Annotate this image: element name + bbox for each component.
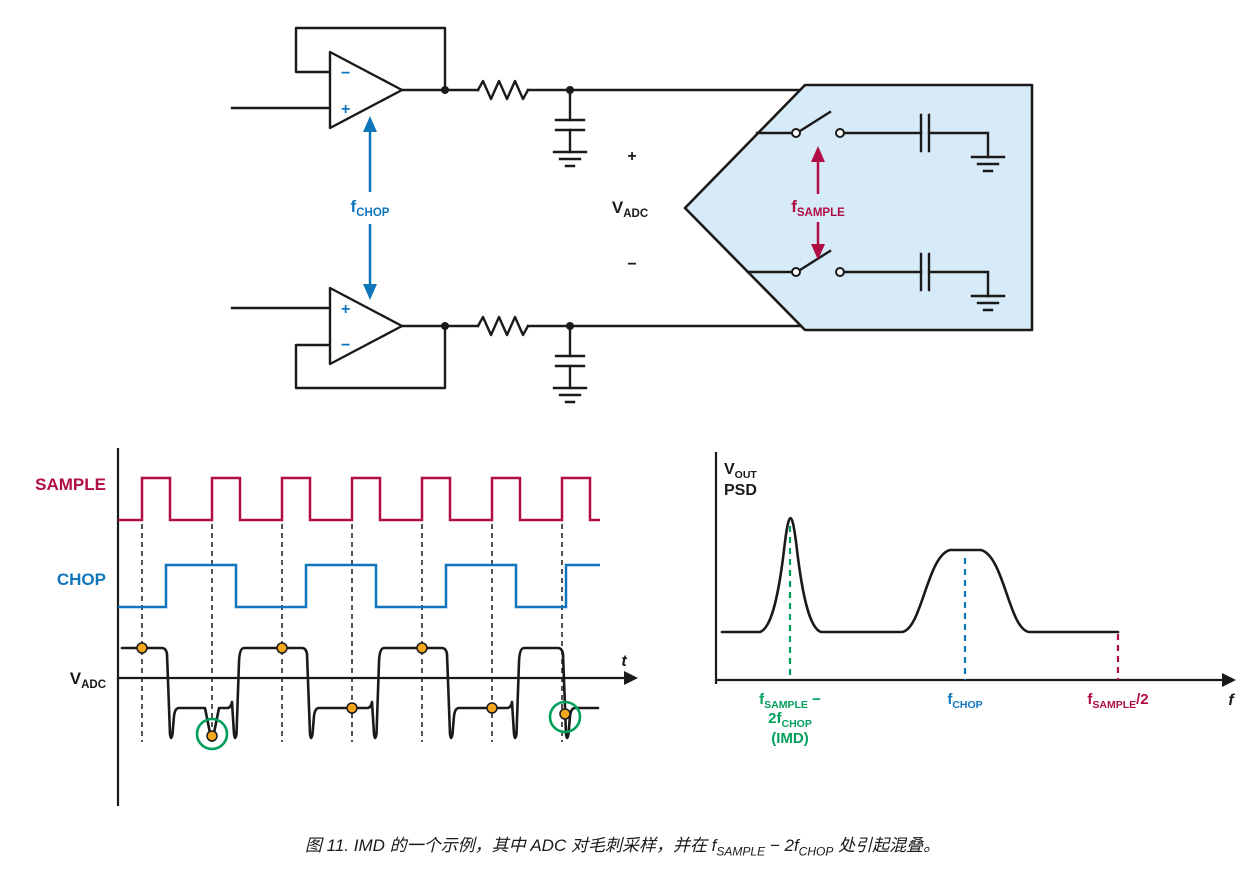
figure-caption: 图 11. IMD 的一个示例，其中 ADC 对毛刺采样，并在 fSAMPLE …	[304, 836, 941, 859]
vadc-label: VADC	[612, 198, 648, 220]
capacitor-symbol-bottom	[554, 354, 586, 368]
sampling-switch-bottom	[746, 249, 1006, 312]
opamp-bottom-feedback-wire	[294, 324, 447, 390]
chopper-adc-schematic: − + + −	[230, 26, 1034, 404]
glitch-highlight-circle	[195, 717, 229, 751]
imd-marker-label-line3: (IMD)	[771, 730, 809, 747]
chop-waveform	[118, 563, 600, 609]
filter-capacitor-bottom	[552, 324, 588, 404]
opamp-top-plus-sign: +	[341, 101, 350, 118]
ground-symbol-adc-bottom	[970, 294, 1006, 312]
sample-point-dots	[136, 642, 571, 742]
opamp-top-minus-sign: −	[341, 65, 350, 82]
opamp-bottom-minus-sign: −	[341, 337, 350, 354]
adc-minus-sign: −	[627, 256, 636, 273]
fsample-arrow: fSAMPLE	[791, 146, 845, 260]
nyquist-marker-label: fSAMPLE/2	[1087, 691, 1148, 711]
vout-label: VOUT	[724, 461, 757, 481]
sampling-instant-lines	[141, 524, 563, 742]
sample-point-dot	[559, 708, 571, 720]
psd-plot: f VOUT PSD fSAMPLE − 2fCHOP (IMD) fCHOP …	[714, 452, 1236, 747]
arrowhead-down-icon	[363, 284, 377, 300]
ground-symbol-adc-top	[970, 155, 1006, 173]
vadc-waveform-label: VADC	[70, 669, 106, 691]
fsample-label: fSAMPLE	[791, 197, 845, 219]
opamp-triangle-bottom	[328, 286, 404, 366]
fchop-arrow: fCHOP	[351, 116, 390, 300]
sampling-switch-top	[755, 110, 1006, 173]
adc-block: + VADC −	[612, 83, 1034, 332]
frequency-axis-label: f	[1228, 692, 1235, 709]
sample-waveform	[118, 476, 600, 522]
vadc-waveform	[120, 646, 600, 742]
capacitor-symbol-top	[554, 118, 586, 132]
switch-contact-icon	[835, 128, 845, 138]
fchop-marker-label: fCHOP	[947, 691, 982, 711]
psd-label: PSD	[724, 482, 757, 499]
arrowhead-up-icon	[811, 146, 825, 162]
junction-dot	[441, 86, 449, 94]
opamp-triangle-top	[328, 50, 404, 130]
time-axis-label: t	[621, 653, 627, 670]
sample-waveform-label: SAMPLE	[35, 475, 106, 494]
switch-lever-icon	[798, 249, 832, 272]
arrowhead-down-icon	[811, 244, 825, 260]
caption-text: 图 11. IMD 的一个示例，其中 ADC 对毛刺采样，并在	[304, 836, 712, 855]
frequency-axis-arrowhead-icon	[1222, 673, 1236, 687]
imd-marker-label-line2: 2fCHOP	[768, 710, 812, 730]
fchop-label: fCHOP	[351, 197, 390, 219]
sample-point-dot	[206, 730, 218, 742]
resistor-symbol-bottom	[476, 315, 530, 337]
psd-curve	[720, 516, 1120, 634]
time-axis-arrowhead-icon	[624, 671, 638, 685]
sample-point-dot	[136, 642, 148, 654]
sample-point-dot	[486, 702, 498, 714]
glitch-highlight-circle	[548, 700, 582, 734]
imd-marker-label-line1: fSAMPLE −	[759, 691, 821, 711]
adc-plus-sign: +	[627, 148, 636, 165]
switch-contact-icon	[791, 128, 801, 138]
ground-symbol-bottom	[552, 386, 588, 404]
timing-diagram: t SAMPLE CHOP VADC	[35, 448, 638, 806]
chop-waveform-label: CHOP	[57, 570, 106, 589]
junction-dot	[441, 322, 449, 330]
adc-shape	[683, 83, 1034, 332]
sample-point-dot	[416, 642, 428, 654]
arrowhead-up-icon	[363, 116, 377, 132]
switch-lever-icon	[798, 110, 832, 133]
opamp-top-feedback-wire	[294, 26, 447, 92]
opamp-top: − +	[230, 26, 802, 168]
opamp-bottom: + −	[230, 286, 803, 404]
resistor-symbol-top	[476, 79, 530, 101]
switch-contact-icon	[791, 267, 801, 277]
opamp-bottom-plus-sign: +	[341, 301, 350, 318]
ground-symbol-top	[552, 150, 588, 168]
switch-contact-icon	[835, 267, 845, 277]
filter-capacitor-top	[552, 88, 588, 168]
sample-point-dot	[276, 642, 288, 654]
sample-point-dot	[346, 702, 358, 714]
